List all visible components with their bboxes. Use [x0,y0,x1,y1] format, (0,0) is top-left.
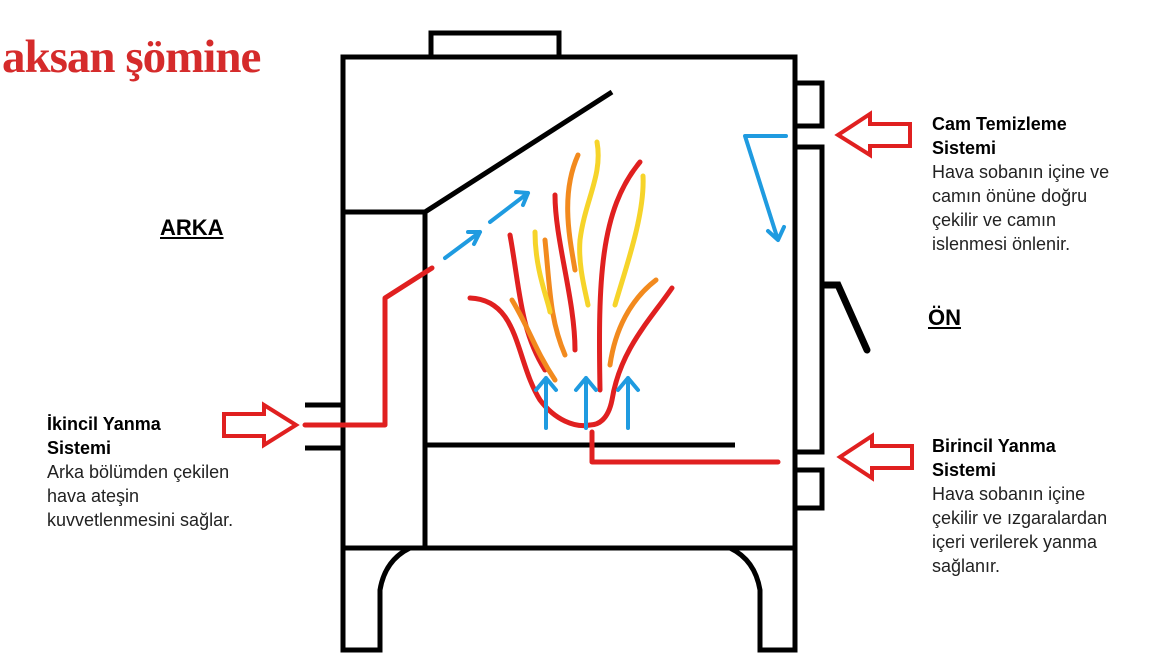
front-label: ÖN [928,305,961,330]
flame-red [597,159,643,393]
flame-red [552,192,578,353]
air-intake-paths [302,265,781,465]
back-air-chamber [343,209,428,548]
secondary-air-dash [443,230,482,260]
glass-door [792,144,825,455]
glass-wash-arrow [743,134,788,242]
primary-air-path [589,429,781,465]
flue-collar [428,30,562,60]
flame-orange [509,297,558,383]
secondary-air-path [302,265,435,428]
brand-logo: aksan şömine [2,31,261,83]
secondary-combustion-callout: İkincil Yanma Sistemi Arka bölümden çeki… [47,412,287,532]
callout-title: Birincil Yanma Sistemi [932,436,1056,480]
primary-air-arrow [574,376,598,430]
glass-pointer-arrow [834,110,912,159]
upper-vent-block [792,80,825,129]
flame-orange [542,237,568,358]
baffle-plate [423,89,614,215]
callout-title: İkincil Yanma Sistemi [47,414,161,458]
flame-red [587,285,675,428]
glass-cleaning-callout: Cam Temizleme Sistemi Hava sobanın içine… [932,112,1158,256]
pointer-arrows [222,110,914,482]
callout-description: Hava sobanın içine ve camın önüne doğru … [932,162,1110,254]
callout-title: Cam Temizleme Sistemi [932,114,1067,158]
primary-pointer-arrow [836,432,914,482]
flame-yellow [577,139,601,308]
airflow-arrows [443,134,788,430]
flame-red [507,232,548,373]
rear-air-inlet [305,402,343,451]
flame-orange [607,277,659,368]
flames [467,139,675,429]
door-handle [819,281,871,354]
lower-vent-block [792,467,825,511]
secondary-air-dash [488,190,530,224]
stove-base [340,545,798,653]
flame-orange [565,152,581,273]
back-label: ARKA [160,215,224,240]
primary-combustion-callout: Birincil Yanma Sistemi Hava sobanın için… [932,434,1158,578]
primary-air-arrow [534,376,558,430]
primary-air-arrow [616,376,640,430]
callout-description: Hava sobanın içine çekilir ve ızgaralard… [932,484,1108,576]
flame-yellow [532,229,553,315]
flame-yellow [612,173,646,308]
flame-red [467,295,593,429]
callout-description: Arka bölümden çekilen hava ateşin kuvvet… [47,462,234,530]
stove-body [305,30,871,653]
secondary-pointer-arrow [222,401,300,449]
